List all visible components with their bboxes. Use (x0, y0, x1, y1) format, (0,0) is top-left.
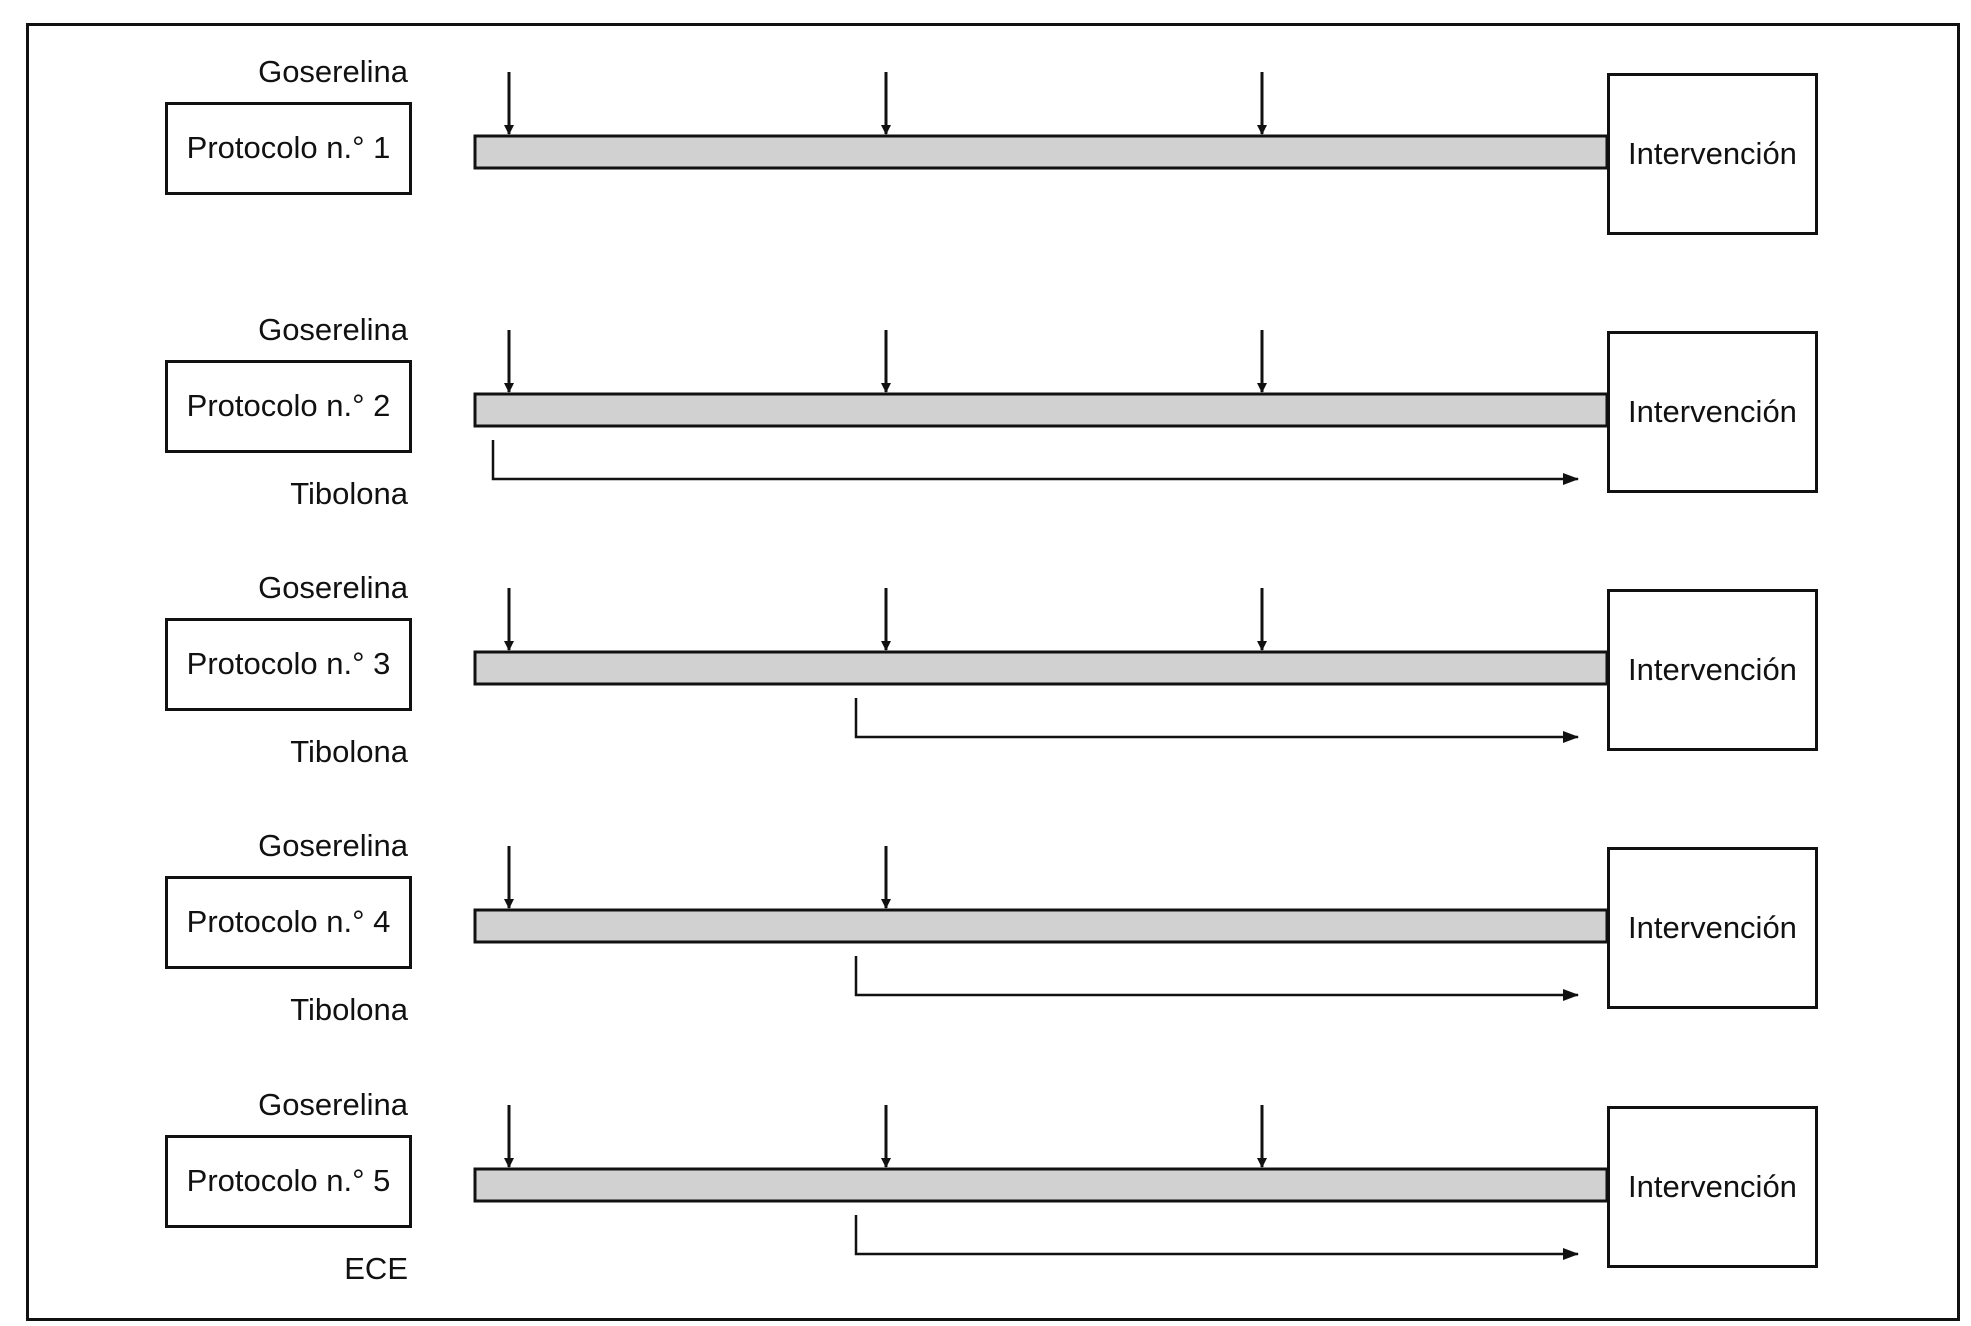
goserelina-label: Goserelina (258, 312, 408, 347)
intervention-box: Intervención (1607, 331, 1818, 493)
cotreatment-label: Tibolona (290, 992, 408, 1027)
treatment-bar (473, 908, 1609, 944)
treatment-bar (473, 1167, 1609, 1203)
protocol-box: Protocolo n.° 4 (165, 875, 412, 969)
cotreatment-label: ECE (344, 1251, 408, 1286)
protocol-box: Protocolo n.° 1 (165, 101, 412, 195)
goserelina-label: Goserelina (258, 570, 408, 605)
protocol-box: Protocolo n.° 2 (165, 359, 412, 453)
cotreatment-arrow (854, 956, 1579, 1001)
cotreatment-label: Tibolona (290, 476, 408, 511)
protocol-box: Protocolo n.° 3 (165, 617, 412, 711)
cotreatment-arrow (854, 1215, 1579, 1260)
cotreatment-arrow (491, 440, 1579, 485)
treatment-bar (473, 392, 1609, 428)
intervention-box: Intervención (1607, 589, 1818, 751)
goserelina-label: Goserelina (258, 828, 408, 863)
goserelina-label: Goserelina (258, 1087, 408, 1122)
treatment-bar (473, 650, 1609, 686)
protocol-box: Protocolo n.° 5 (165, 1134, 412, 1228)
treatment-bar (473, 134, 1609, 170)
intervention-box: Intervención (1607, 847, 1818, 1009)
cotreatment-arrow (854, 698, 1579, 743)
diagram-frame (26, 23, 1960, 1321)
goserelina-label: Goserelina (258, 54, 408, 89)
intervention-box: Intervención (1607, 1106, 1818, 1268)
cotreatment-label: Tibolona (290, 734, 408, 769)
intervention-box: Intervención (1607, 73, 1818, 235)
